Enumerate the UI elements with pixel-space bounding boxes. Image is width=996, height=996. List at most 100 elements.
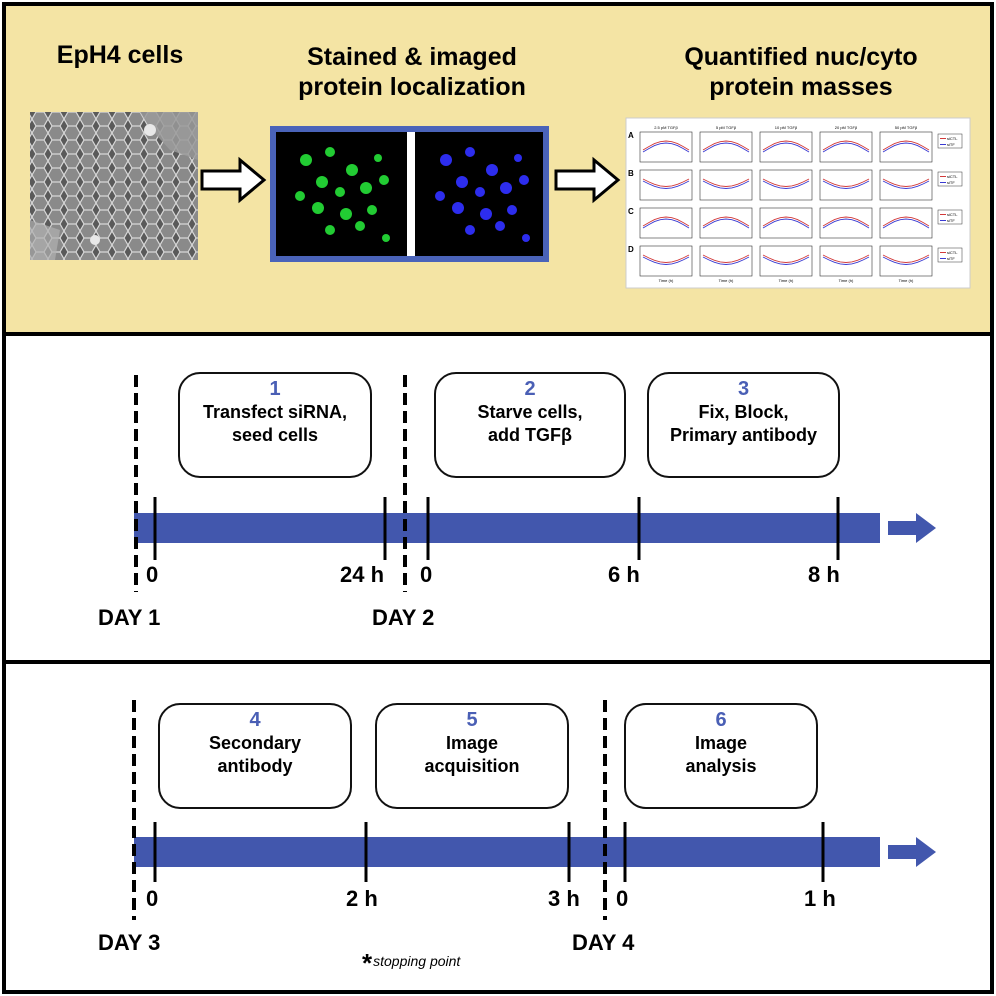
mini-plot-series (762, 178, 810, 187)
stained-title-line1: Stained & imaged (307, 43, 517, 71)
quantified-title-line1: Quantified nuc/cyto (684, 43, 918, 71)
blue-nuclei (435, 147, 530, 242)
stained-title: Stained & imaged protein localization (262, 42, 562, 102)
mini-legend-label: siCTL (947, 212, 958, 217)
mini-legend-label: siCTL (947, 174, 958, 179)
mini-plot-series (822, 140, 870, 151)
mini-plot-series (702, 142, 750, 153)
plot-x-label: Time (h) (659, 278, 674, 283)
step-text-6a: Image (694, 733, 748, 753)
step-text-2a: Starve cells, (477, 402, 583, 422)
mini-plot-series (642, 256, 690, 265)
stopping-point-asterisk: * (362, 948, 373, 978)
mini-plot-frame (819, 245, 873, 277)
timeline-bar-2 (134, 837, 880, 867)
tick-label: 24 h (340, 562, 385, 587)
mini-plot-frame (879, 131, 933, 163)
step-text-1b: seed cells (231, 425, 319, 446)
mini-plot-series (762, 256, 810, 265)
mini-plot-frame (759, 207, 813, 239)
mini-plot-series (702, 256, 750, 265)
mini-plot-series (882, 254, 930, 263)
step-number-6: 6 (715, 709, 727, 731)
step-box-6: 6 Image analysis (624, 703, 818, 809)
step-text-2b: add TGFβ (488, 425, 572, 446)
mini-plot-series (822, 254, 870, 263)
mini-plot-series (822, 216, 870, 227)
green-nuclei (295, 147, 390, 242)
tick-label: 0 (146, 562, 159, 587)
quantified-title-line2: protein masses (709, 73, 893, 101)
plot-column-title: 5 pM TGFβ (716, 125, 737, 130)
eph4-cells-title: EpH4 cells (56, 41, 184, 69)
timeline-2-graphics (132, 700, 936, 920)
quantified-title: Quantified nuc/cyto protein masses (636, 42, 966, 102)
mini-plot-series (762, 180, 810, 189)
mini-plot-series (702, 180, 750, 189)
mini-plot-series (702, 218, 750, 229)
plot-column-title: 10 pM TGFβ (775, 125, 798, 130)
mini-plot-frame (879, 169, 933, 201)
mini-plot-series (882, 142, 930, 153)
plot-x-label: Time (h) (719, 278, 734, 283)
flow-arrow-1 (200, 156, 267, 204)
mini-plot-frame (819, 169, 873, 201)
step-number-4: 4 (249, 709, 261, 731)
tick-label: 1 h (804, 886, 836, 911)
mini-plot-frame (639, 131, 693, 163)
stopping-point-text: stopping point (373, 953, 461, 969)
step-text-5a: Image (445, 733, 499, 753)
mini-plot-series (882, 216, 930, 227)
step-text-1a: Transfect siRNA, (202, 402, 348, 422)
plot-column-title: 50 pM TGFβ (895, 125, 918, 130)
timeline-1-graphics (134, 375, 936, 592)
mini-legend-label: siTF (947, 218, 955, 223)
tick-label: 3 h (548, 886, 580, 911)
plot-x-label: Time (h) (779, 278, 794, 283)
tick-label: 8 h (808, 562, 840, 587)
mini-legend-label: siTF (947, 142, 955, 147)
mini-plot-series (822, 142, 870, 153)
plot-row-label: C (628, 207, 634, 216)
step-text-4b: antibody (217, 756, 293, 777)
plot-row-label: A (628, 131, 634, 140)
mini-plot-series (822, 256, 870, 265)
step-text-6b: analysis (685, 756, 757, 777)
step-box-4: 4 Secondary antibody (158, 703, 352, 809)
mini-plot-series (642, 142, 690, 153)
mini-plot-frame (879, 245, 933, 277)
timeline-bar-1 (134, 513, 880, 543)
plot-row-label: B (628, 169, 634, 178)
step-box-5: 5 Image acquisition (375, 703, 569, 809)
step-number-5: 5 (466, 709, 478, 731)
step-box-1: 1 Transfect siRNA, seed cells (178, 372, 372, 478)
mini-plot-series (762, 216, 810, 227)
mini-plot-frame (639, 245, 693, 277)
mini-plot-series (762, 254, 810, 263)
mini-plot-frame (819, 131, 873, 163)
stained-image-panel (270, 126, 549, 262)
mini-plot-series (702, 216, 750, 227)
step-number-3: 3 (737, 378, 750, 400)
mini-plot-series (822, 218, 870, 229)
mini-plot-frame (639, 169, 693, 201)
mini-plot-frame (759, 169, 813, 201)
mini-plot-frame (699, 131, 753, 163)
tick-label: 0 (146, 886, 159, 911)
plot-column-title: 2.5 pM TGFβ (654, 125, 678, 130)
mini-plot-frame (699, 207, 753, 239)
mini-legend-label: siTF (947, 180, 955, 185)
mini-plot-series (642, 216, 690, 227)
mini-legend-label: siCTL (947, 250, 958, 255)
mini-plot-series (642, 218, 690, 229)
mini-plot-frame (699, 245, 753, 277)
step-number-1: 1 (269, 378, 281, 400)
step-number-2: 2 (524, 378, 536, 400)
day-label-1: DAY 1 (98, 605, 161, 630)
mini-plot-series (762, 218, 810, 229)
mini-plot-series (702, 178, 750, 187)
mini-plot-series (822, 178, 870, 187)
plot-row-label: D (628, 245, 634, 254)
mini-plot-series (642, 140, 690, 151)
